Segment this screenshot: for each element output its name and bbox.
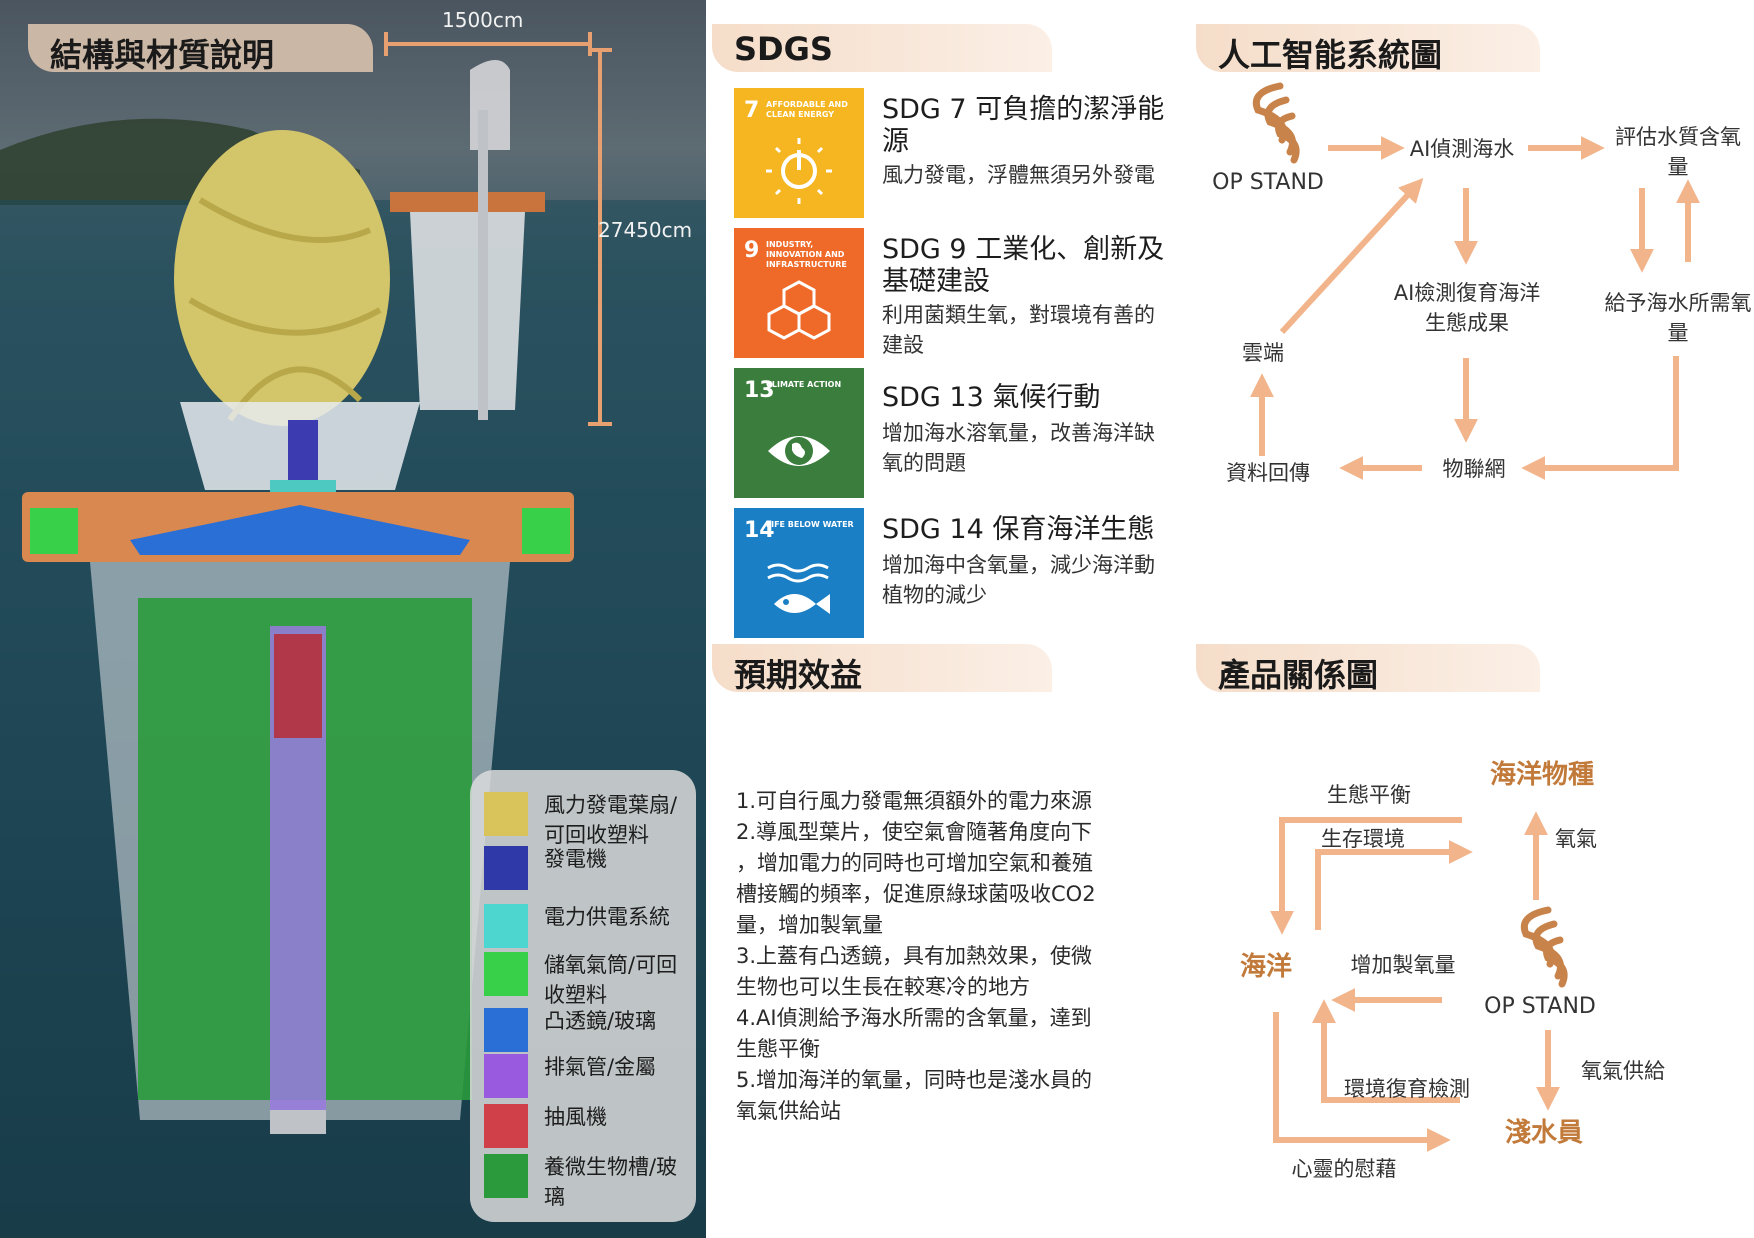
ai-monitor-node: AI檢測復育海洋生態成果 [1393,281,1541,335]
legend-label: 風力發電葉扇/可回收塑料 [544,793,678,847]
benefit-line: ，增加電力的同時也可增加空氣和養殖 [736,851,1093,875]
legend-swatch [484,1008,528,1052]
benefit-line: 3.上蓋有凸透鏡，具有加熱效果，使微 [736,944,1093,968]
product-heading: 產品關係圖 [1196,644,1540,694]
oxygen-label: 氧氣 [1555,827,1597,851]
height-dimension: 27450cm [598,218,693,242]
ai-cloud-node: 雲端 [1242,341,1284,365]
arrow-ocean-to-diver [1273,1012,1451,1152]
legend-label: 凸透鏡/玻璃 [544,1009,657,1033]
material-legend: 風力發電葉扇/可回收塑料發電機電力供電系統儲氧氣筒/可回收塑料凸透鏡/玻璃排氣管… [470,770,696,1222]
ai-give-node: 給予海水所需氧量 [1604,291,1752,345]
structure-title: 結構與材質說明 [28,24,373,74]
sdg-number: 7 [744,98,760,123]
sdg-description: 增加海水溶氧量，改善海洋缺氧的問題 [882,421,1155,475]
ai-evaluate-node: 評估水質含氧量 [1615,125,1741,179]
sdg-number: 9 [744,238,760,263]
ai-brand-label: OP STAND [1212,170,1324,195]
benefit-line: 氧氣供給站 [736,1099,841,1123]
diver-node: 淺水員 [1504,1118,1583,1148]
sdg-card-7: 7 AFFORDABLE AND CLEAN ENERGY [734,88,864,218]
eye-globe-icon [768,436,830,466]
ai-heading: 人工智能系統圖 [1196,24,1540,74]
arrow-cloud-to-detect [1279,178,1424,335]
sdg-goal-name: AFFORDABLE AND CLEAN ENERGY [766,100,848,119]
sdg-description: 利用菌類生氧，對環境有善的建設 [882,303,1155,357]
benefit-line: 4.AI偵測給予海水所需的含氧量，達到 [736,1006,1092,1030]
arrow-diver-to-ocean [1312,999,1460,1103]
sdg-number: 14 [744,518,775,543]
sdg-title: SDG 13 氣候行動 [882,382,1101,413]
sdgs-heading: SDGS [712,24,1052,72]
brand-logo-ai [1252,82,1300,164]
legend-label: 養微生物槽/玻璃 [544,1155,678,1209]
ai-upload-node: 資料回傳 [1226,461,1310,485]
sdg-goal-name: LIFE BELOW WATER [766,520,854,529]
sdg-goal-name: INDUSTRY, INNOVATION AND INFRASTRUCTURE [766,240,847,269]
arrow-ocean-to-species [1315,840,1473,930]
sdg-number: 13 [744,378,775,403]
legend-label: 電力供電系統 [544,905,670,929]
benefits-heading: 預期效益 [712,644,1052,694]
benefit-line: 生物也可以生長在較寒冷的地方 [736,975,1030,999]
balance-label: 生態平衡 [1327,783,1411,807]
arrow-give-to-iot [1521,356,1679,480]
sdg-description: 增加海中含氧量，減少海洋動植物的減少 [882,553,1155,607]
power-icon [766,138,832,204]
restore-label: 環境復育檢測 [1344,1077,1470,1101]
sdg-goal-name: CLIMATE ACTION [766,380,842,389]
species-node: 海洋物種 [1489,760,1594,790]
legend-swatch [484,904,528,948]
legend-swatch [484,846,528,890]
sdg-title: SDG 7 可負擔的潔淨能源 [882,94,1165,157]
legend-label: 排氣管/金屬 [544,1055,657,1079]
product-brand-label: OP STAND [1484,994,1596,1019]
increase-label: 增加製氧量 [1350,953,1456,977]
mini-unit [390,60,545,420]
benefit-line: 量，增加製氧量 [736,913,883,937]
supply-label: 氧氣供給 [1581,1059,1665,1083]
structure-illustration [0,32,706,1238]
sdg-title: SDG 14 保育海洋生態 [882,514,1155,545]
sdg-title: SDG 9 工業化、創新及基礎建設 [882,234,1165,297]
legend-swatch [484,1154,528,1198]
cubes-icon [767,280,831,340]
benefit-line: 槽接觸的頻率，促進原綠球菌吸收CO2 [736,882,1096,906]
benefits-list: 1.可自行風力發電無須額外的電力來源 2.導風型葉片，使空氣會隨著角度向下 ，增加電… [736,786,1156,1127]
benefit-line: 1.可自行風力發電無須額外的電力來源 [736,789,1093,813]
brand-logo-product [1520,906,1568,988]
ai-iot-node: 物聯網 [1442,457,1506,481]
legend-label: 抽風機 [544,1105,607,1129]
fish-icon [767,563,830,614]
legend-swatch [484,952,528,996]
arrow-species-to-ocean [1270,817,1462,935]
legend-swatch [484,1104,528,1148]
legend-label: 發電機 [544,847,607,871]
habitat-label: 生存環境 [1321,827,1405,851]
ai-detect-node: AI偵測海水 [1409,137,1515,161]
width-dimension: 1500cm [442,8,524,32]
legend-swatch [484,1054,528,1098]
benefit-line: 5.增加海洋的氧量，同時也是淺水員的 [736,1068,1093,1092]
sdg-description: 風力發電，浮體無須另外發電 [882,163,1155,187]
benefit-line: 生態平衡 [736,1037,820,1061]
legend-swatch [484,792,528,836]
ocean-node: 海洋 [1239,952,1292,982]
comfort-label: 心靈的慰藉 [1291,1157,1397,1181]
benefit-line: 2.導風型葉片，使空氣會隨著角度向下 [736,820,1093,844]
structure-panel: 結構與材質說明 1500cm 27450cm 風力發電葉扇/可回收塑料發電機電力… [0,0,706,1238]
legend-label: 儲氧氣筒/可回收塑料 [544,953,678,1007]
